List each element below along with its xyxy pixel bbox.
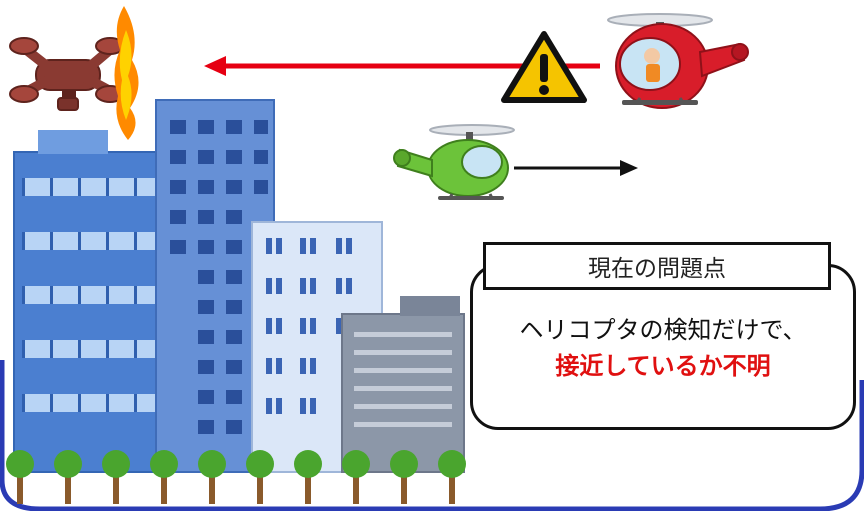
drone-icon	[9, 37, 125, 111]
tree-icon	[438, 450, 466, 504]
tree-icon	[246, 450, 274, 504]
tree-icon	[342, 450, 370, 504]
tree-icon	[294, 450, 322, 504]
building-icon	[13, 99, 465, 473]
callout-line-1: ヘリコプタの検知だけで、	[519, 316, 807, 344]
frame-border	[0, 360, 864, 511]
tree-icon	[54, 450, 82, 504]
green-helicopter-icon	[393, 124, 515, 200]
tree-icon	[6, 450, 34, 504]
tree-icon	[150, 450, 178, 504]
tree-icon	[198, 450, 226, 504]
tree-icon	[390, 450, 418, 504]
red-helicopter-icon	[607, 13, 749, 109]
callout-body: ヘリコプタの検知だけで、 接近しているか不明	[472, 312, 854, 384]
warning-icon	[501, 31, 587, 103]
callout-title: 現在の問題点	[483, 242, 831, 290]
tree-icon	[102, 450, 130, 504]
callout-line-2: 接近しているか不明	[555, 352, 771, 380]
fire-icon	[114, 6, 139, 140]
tree-row	[6, 450, 466, 504]
movement-arrow	[514, 160, 638, 176]
problem-callout	[470, 264, 856, 430]
